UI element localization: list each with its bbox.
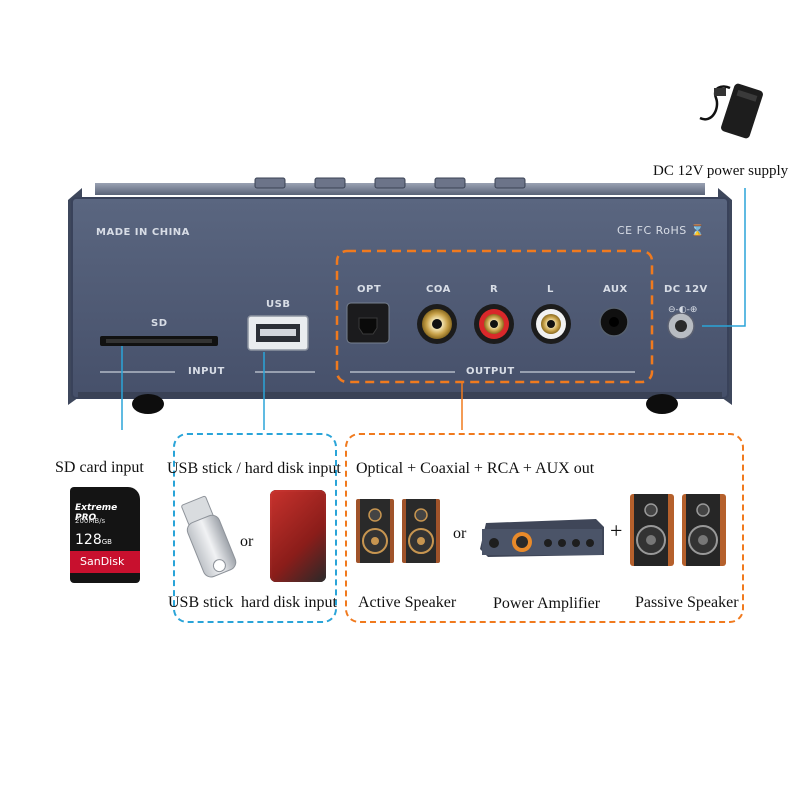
- power-amplifier-image: [480, 519, 604, 557]
- usb-input-box: [173, 433, 337, 623]
- hard-disk-caption: hard disk input: [241, 594, 337, 611]
- output-title: Optical + Coaxial + RCA + AUX out: [356, 460, 595, 477]
- cert-marks: CE FC RoHS ⌛: [617, 224, 705, 237]
- power-amplifier-caption: Power Amplifier: [493, 595, 601, 612]
- output-plus-text: +: [610, 518, 623, 543]
- output-or-text: or: [453, 525, 467, 542]
- sd-card-line: Extreme PRO: [75, 503, 118, 523]
- active-speaker-caption: Active Speaker: [358, 594, 457, 611]
- usb-stick-image: [181, 495, 237, 578]
- active-speaker-image: [356, 499, 440, 563]
- input-group-label: INPUT: [188, 366, 225, 377]
- usb-stick-caption: USB stick: [168, 594, 234, 611]
- sd-card-capacity: 128: [75, 532, 102, 548]
- usb-port-label: USB: [266, 299, 291, 310]
- sd-card-brand: SanDisk: [80, 555, 125, 568]
- sd-card-speed: 200MB/s: [75, 517, 106, 525]
- device-foot: [132, 394, 164, 414]
- sd-card-unit: GB: [101, 538, 112, 546]
- device-foot: [646, 394, 678, 414]
- r-port-label: R: [490, 284, 499, 295]
- sd-port-label: SD: [151, 318, 168, 329]
- power-connector-line: [702, 188, 746, 327]
- usb-or-text: or: [240, 533, 254, 550]
- power-supply-label: DC 12V power supply: [653, 163, 789, 179]
- device-top-edge: [95, 183, 705, 195]
- coa-port-label: COA: [426, 284, 451, 295]
- output-group-label: OUTPUT: [466, 366, 515, 377]
- opt-port-label: OPT: [357, 284, 382, 295]
- l-port-label: L: [547, 284, 554, 295]
- svg-text:⊖-◐-⊕: ⊖-◐-⊕: [668, 305, 697, 315]
- output-ports-box: [335, 249, 654, 384]
- passive-speaker-image: [630, 494, 726, 566]
- made-in-label: MADE IN CHINA: [96, 227, 190, 238]
- sd-card-image: Extreme PRO 200MB/s 128GB SanDisk: [70, 487, 140, 583]
- hard-disk-image: [270, 490, 326, 582]
- output-devices-box: [345, 433, 744, 623]
- usb-input-title: USB stick / hard disk input: [167, 460, 341, 477]
- sd-card-title: SD card input: [55, 459, 144, 476]
- aux-port-label: AUX: [603, 284, 628, 295]
- power-adapter-icon: [699, 83, 763, 139]
- device-illustration: ⊖-◐-⊕: [68, 83, 763, 430]
- dc-port-label: DC 12V: [664, 284, 708, 295]
- passive-speaker-caption: Passive Speaker: [635, 594, 739, 611]
